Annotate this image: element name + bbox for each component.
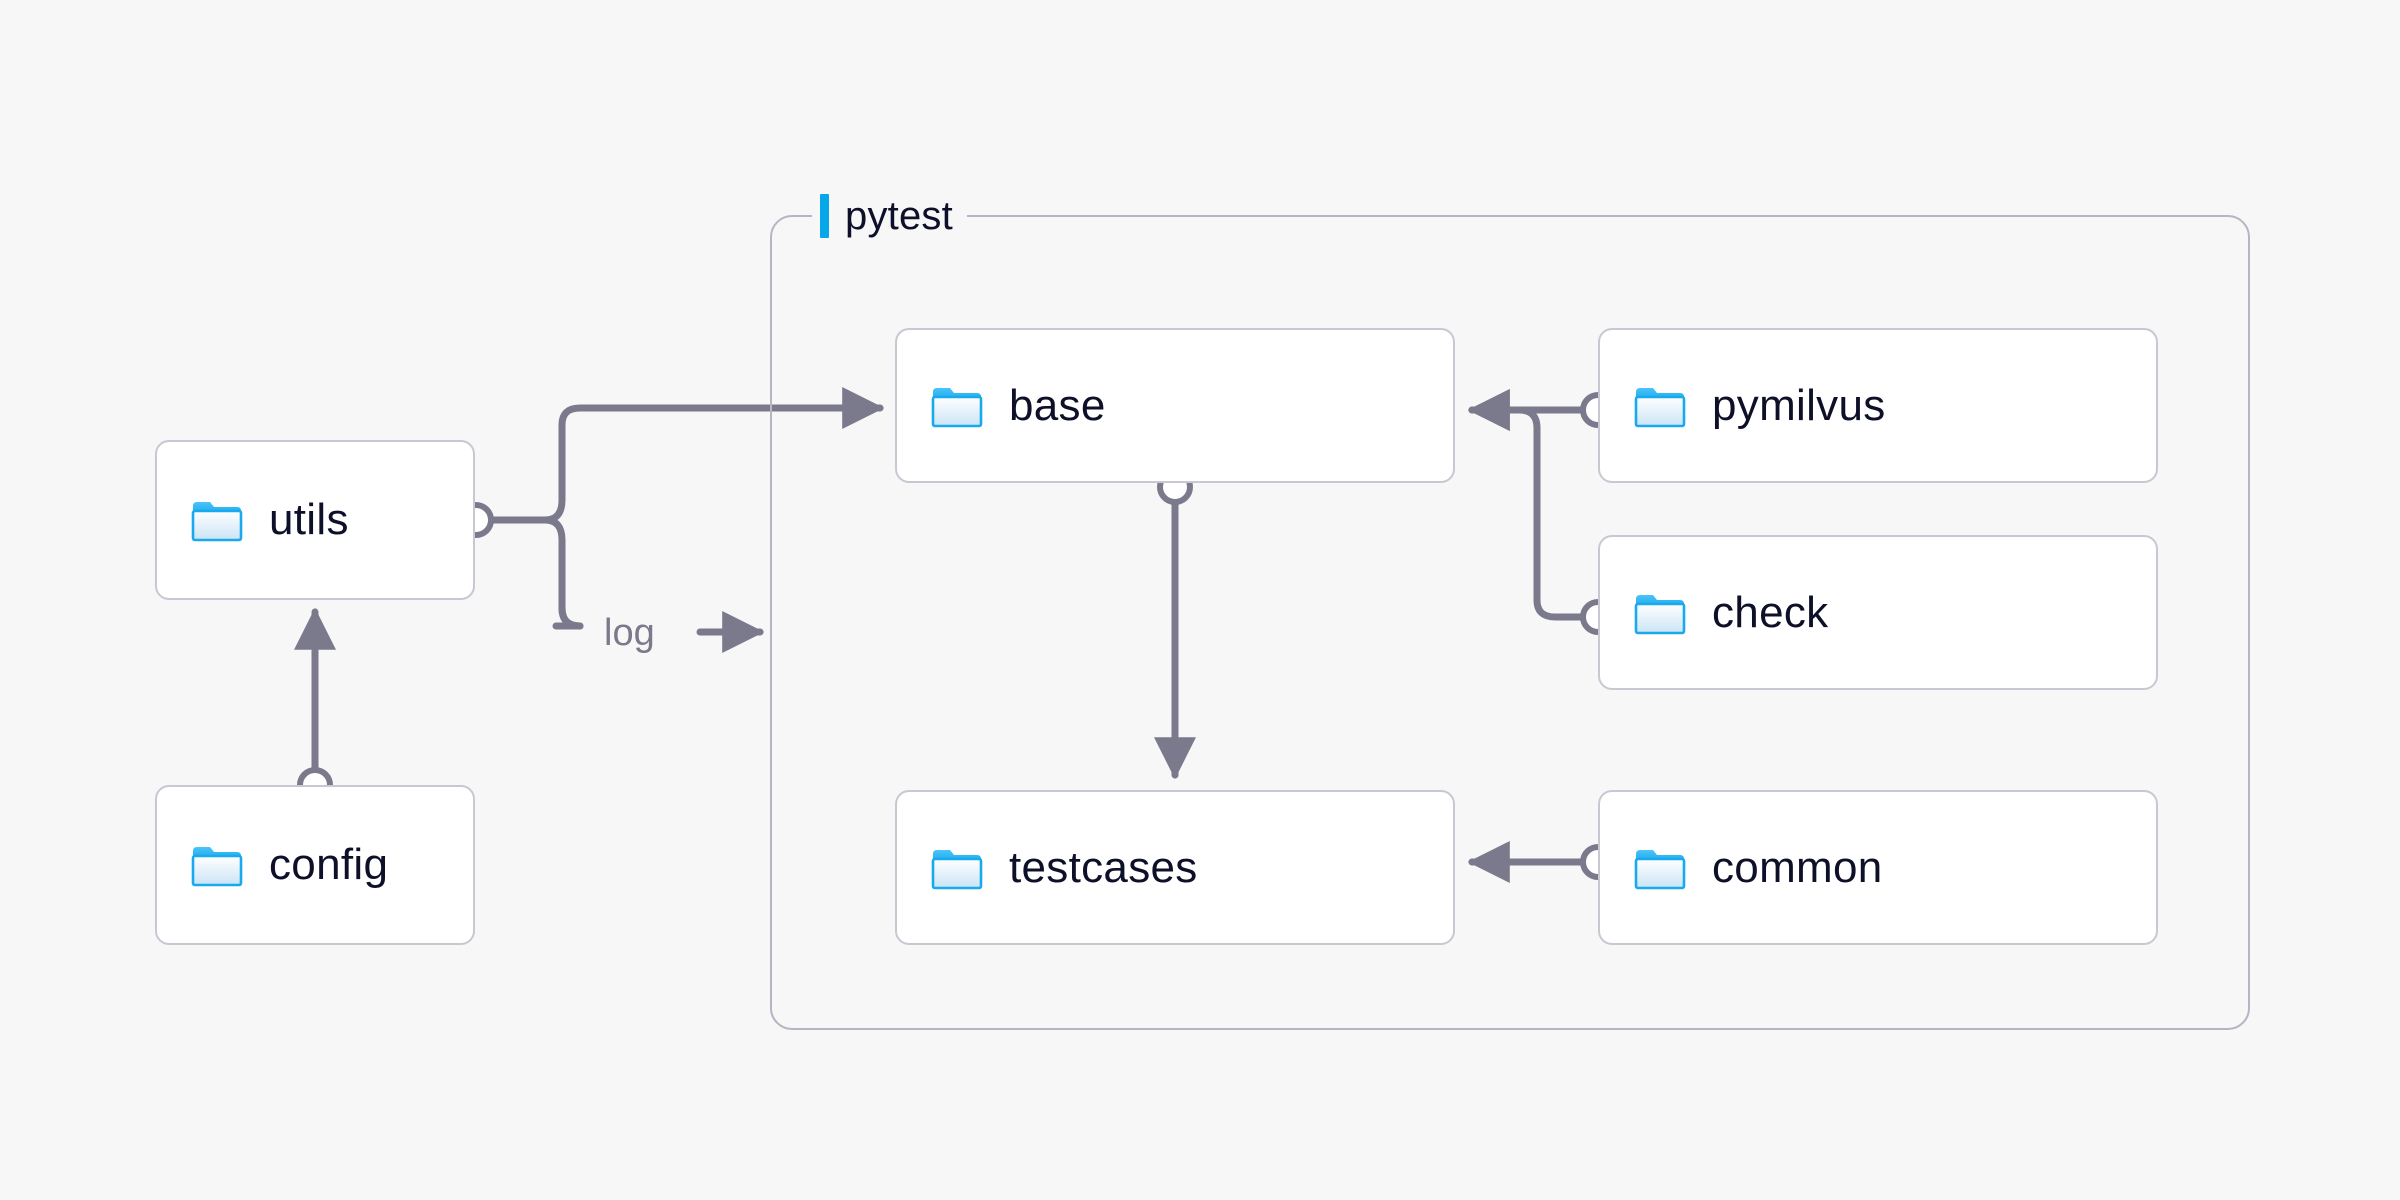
edge-utils-to-log <box>488 516 584 630</box>
node-label: base <box>1009 380 1106 430</box>
node-pymilvus[interactable]: pymilvus <box>1598 328 2158 483</box>
node-label: pymilvus <box>1712 380 1886 430</box>
group-pytest[interactable] <box>770 215 2250 1030</box>
group-pytest-title-bar: pytest <box>812 187 967 245</box>
node-common[interactable]: common <box>1598 790 2158 945</box>
node-base[interactable]: base <box>895 328 1455 483</box>
folder-icon <box>191 847 243 887</box>
folder-icon <box>191 502 243 542</box>
edge-log-down-leg <box>556 536 584 630</box>
node-testcases[interactable]: testcases <box>895 790 1455 945</box>
edge-label-log: log <box>604 612 655 654</box>
node-config[interactable]: config <box>155 785 475 945</box>
node-label: check <box>1712 587 1829 637</box>
folder-icon <box>1634 849 1686 889</box>
node-check[interactable]: check <box>1598 535 2158 690</box>
node-utils[interactable]: utils <box>155 440 475 600</box>
folder-icon <box>1634 594 1686 634</box>
node-label: utils <box>269 495 349 544</box>
node-label: common <box>1712 842 1883 892</box>
node-label: config <box>269 840 389 889</box>
node-label: testcases <box>1009 842 1198 892</box>
group-title-label: pytest <box>845 193 953 238</box>
folder-icon <box>931 387 983 427</box>
group-accent-bar <box>820 194 829 238</box>
folder-icon <box>931 849 983 889</box>
folder-icon <box>1634 387 1686 427</box>
